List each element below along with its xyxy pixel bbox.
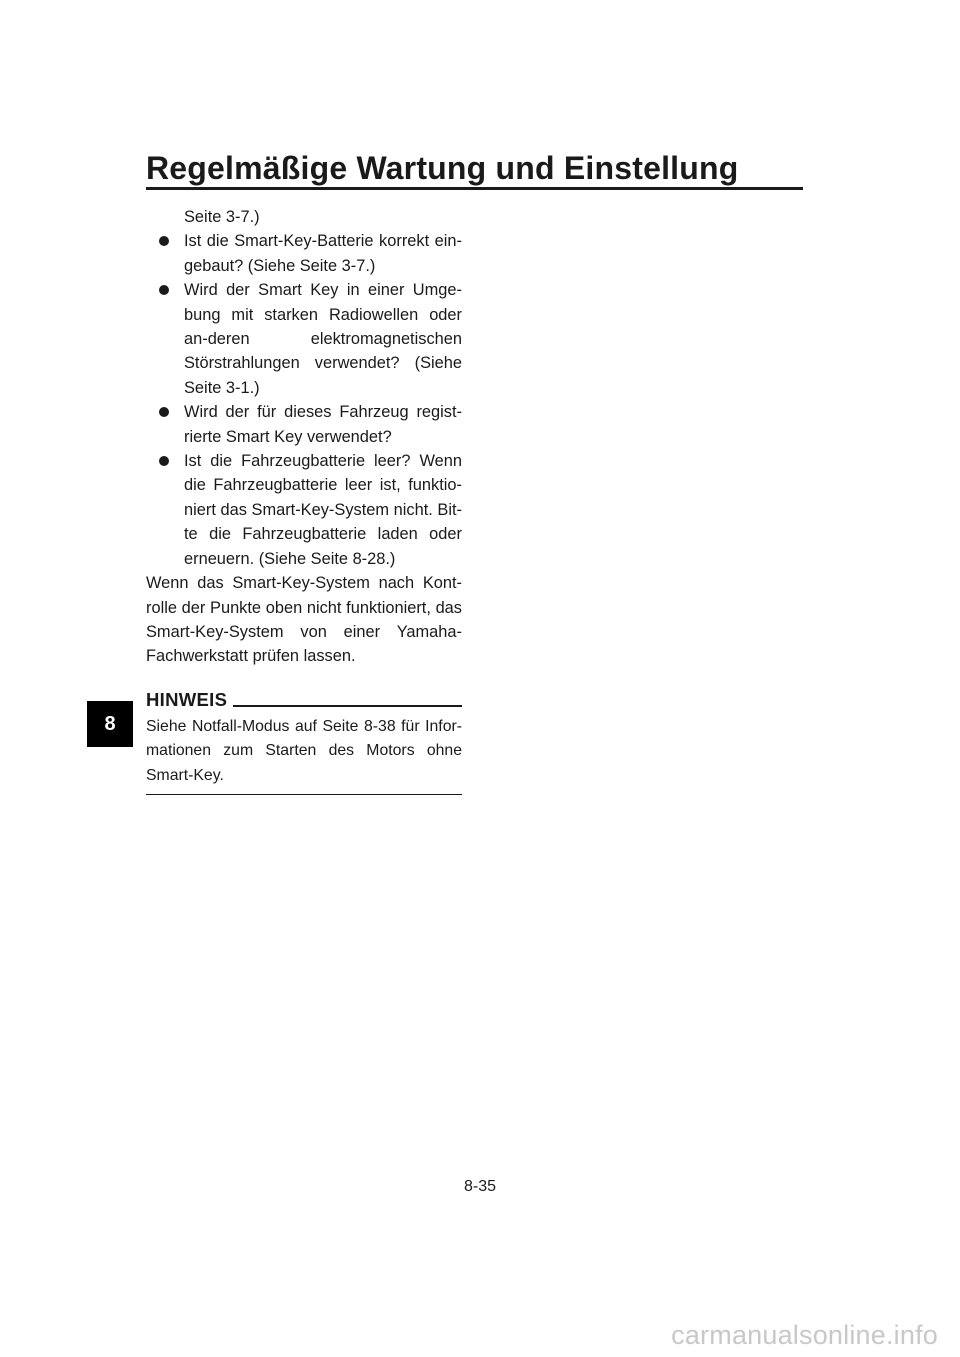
chapter-tab: 8: [87, 701, 133, 747]
bullet-text: Ist die Fahrzeugbatterie leer? Wenn die …: [184, 452, 462, 568]
note-header: HINWEIS: [146, 683, 462, 711]
bullet-dot-icon: [159, 285, 169, 296]
bullet-item: Wird der für dieses Fahrzeug regist-rier…: [146, 400, 462, 449]
note-rule-bottom: [146, 793, 462, 796]
note-text: Siehe Notfall-Modus auf Seite 8-38 für I…: [146, 717, 462, 784]
bullet-text: Wird der für dieses Fahrzeug regist-rier…: [184, 403, 462, 446]
main-content: Seite 3-7.) Ist die Smart-Key-Batterie k…: [146, 205, 462, 796]
bullet-dot-icon: [159, 407, 169, 418]
bullet-dot-icon: [159, 456, 169, 467]
bullet-item: Ist die Smart-Key-Batterie korrekt ein-g…: [146, 229, 462, 278]
continuation-line: Seite 3-7.): [184, 208, 260, 226]
note-rule-top: [233, 705, 462, 707]
title-rule: [146, 187, 803, 190]
note-title: HINWEIS: [146, 688, 228, 710]
bullet-item: Ist die Fahrzeugbatterie leer? Wenn die …: [146, 449, 462, 571]
bullet-dot-icon: [159, 236, 169, 247]
watermark: carmanualsonline.info: [671, 1320, 938, 1350]
bullet-item: Wird der Smart Key in einer Umge-bung mi…: [146, 278, 462, 400]
page-title: Regelmäßige Wartung und Einstellung: [146, 150, 739, 186]
body-paragraph: Wenn das Smart-Key-System nach Kont-roll…: [146, 574, 462, 666]
page-number: 8-35: [463, 1178, 497, 1195]
bullet-text: Wird der Smart Key in einer Umge-bung mi…: [184, 281, 462, 397]
bullet-text: Ist die Smart-Key-Batterie korrekt ein-g…: [184, 232, 462, 275]
